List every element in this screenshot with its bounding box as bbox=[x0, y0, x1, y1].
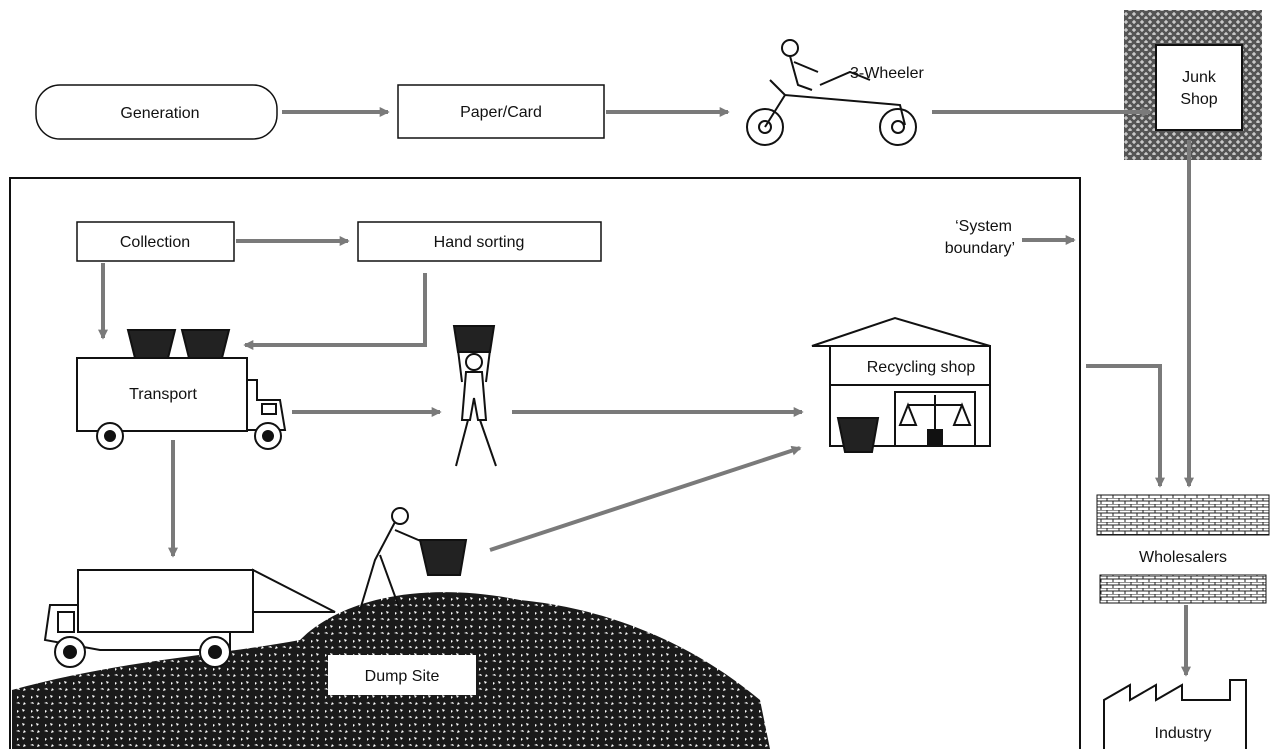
system-boundary-label-2: boundary’ bbox=[945, 240, 1015, 257]
paper-card-node: Paper/Card bbox=[397, 84, 605, 139]
transport-truck bbox=[76, 329, 287, 450]
generation-label: Generation bbox=[120, 105, 199, 122]
junk-shop-node: Junk Shop bbox=[1124, 10, 1262, 160]
picker-person-icon bbox=[359, 507, 468, 611]
transport-label: Transport bbox=[129, 386, 197, 403]
recycling-shop-node bbox=[811, 316, 991, 453]
dump-site-label: Dump Site bbox=[365, 668, 440, 685]
collection-node: Collection bbox=[76, 221, 235, 262]
arrow-handsorting-to-transport bbox=[243, 273, 427, 350]
arrow-boundary-to-wholesalers bbox=[1086, 364, 1165, 488]
system-boundary-box bbox=[9, 177, 1081, 749]
three-wheeler-icon bbox=[746, 39, 917, 146]
junk-shop-label-2: Shop bbox=[1180, 91, 1217, 108]
recycling-shop-label: Recycling shop bbox=[867, 359, 976, 376]
arrow-dump-to-recycling bbox=[489, 445, 802, 552]
generation-node: Generation bbox=[35, 84, 278, 140]
carrier-person-icon bbox=[452, 325, 497, 467]
collection-label: Collection bbox=[120, 234, 190, 251]
three-wheeler-label: 3-Wheeler bbox=[850, 65, 924, 82]
paper-card-label: Paper/Card bbox=[460, 104, 542, 121]
wholesalers-node: Wholesalers bbox=[1096, 494, 1270, 604]
dump-site-node: Dump Site bbox=[328, 655, 476, 695]
hand-sorting-node: Hand sorting bbox=[357, 221, 602, 262]
junk-shop-label-1: Junk bbox=[1182, 69, 1217, 86]
dump-truck bbox=[43, 568, 336, 668]
system-boundary-label-1: ‘System bbox=[955, 218, 1012, 235]
industry-label: Industry bbox=[1155, 725, 1212, 742]
hand-sorting-label: Hand sorting bbox=[434, 234, 525, 251]
wholesalers-label: Wholesalers bbox=[1139, 549, 1227, 566]
industry-node bbox=[1103, 679, 1247, 749]
